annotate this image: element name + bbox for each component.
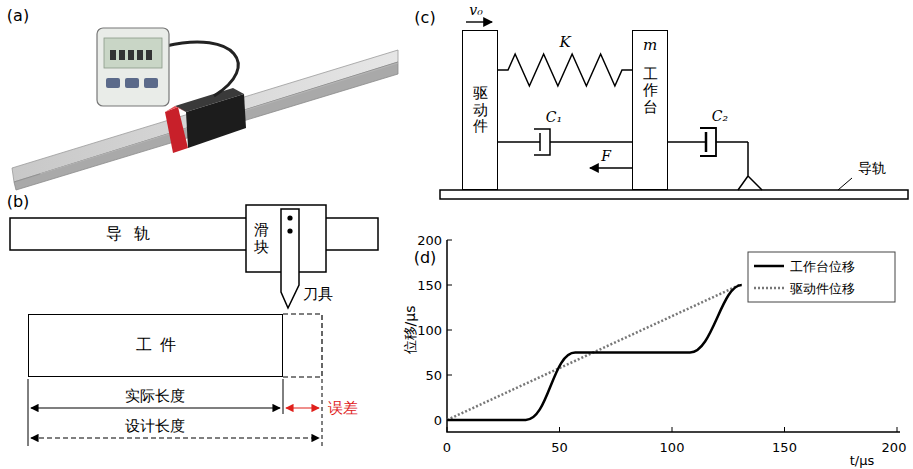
guide-rail-label: 导轨 <box>858 161 886 175</box>
x-axis-title: t/μs <box>850 454 875 467</box>
panel-letter: (d) <box>414 250 437 266</box>
dimension-label: 实际长度 <box>125 389 185 404</box>
table-displacement-curve <box>447 285 742 420</box>
node-text: 滑块 <box>254 222 269 255</box>
legend-sample-solid <box>754 265 784 268</box>
panel-letter: (c) <box>414 10 435 26</box>
error-label: 误差 <box>328 401 358 416</box>
x-tick-label: 200 <box>882 441 907 454</box>
dimension-label: 设计长度 <box>125 419 185 434</box>
y-tick-label: 150 <box>417 279 442 292</box>
linear-guide-photo <box>12 28 398 190</box>
mass-symbol: m <box>643 37 658 54</box>
force-symbol: F <box>601 149 611 163</box>
x-tick-label: 100 <box>660 441 685 454</box>
cutting-schematic <box>10 205 378 446</box>
slider-block: 滑块 <box>246 205 276 272</box>
damper-symbol: C₁ <box>546 110 562 124</box>
y-tick-label: 200 <box>417 234 442 247</box>
y-tick-label: 0 <box>434 414 442 427</box>
y-axis-title: 位移/μs <box>403 306 417 355</box>
panel-letter: (b) <box>7 194 30 210</box>
damper-connector <box>498 129 632 155</box>
damper-symbol: C₂ <box>712 109 728 123</box>
spring-connector <box>498 54 632 86</box>
x-tick-label: 50 <box>551 441 568 454</box>
workpiece-box: 工件 <box>28 314 283 377</box>
stiffness-symbol: K <box>559 35 570 50</box>
node-text: 工件 <box>136 335 184 356</box>
legend-sample-dotted <box>754 287 784 290</box>
x-tick-label: 150 <box>772 441 797 454</box>
guide-rail: 导轨 <box>10 218 246 250</box>
panel-letter: (a) <box>7 8 29 24</box>
y-tick-label: 50 <box>425 369 442 382</box>
x-tick-label: 0 <box>443 441 451 454</box>
drive-part-box: 驱动件 <box>462 30 498 190</box>
worktable-box: m 工作台 <box>632 30 668 190</box>
legend-text: 驱动件位移 <box>790 282 855 295</box>
legend-text: 工作台位移 <box>790 260 855 273</box>
node-text: 工作台 <box>643 66 658 116</box>
mechanical-model <box>440 22 908 199</box>
node-text: 导轨 <box>106 224 160 245</box>
tool-label: 刀具 <box>303 287 333 302</box>
node-text: 驱动件 <box>473 85 488 135</box>
y-tick-label: 100 <box>417 324 442 337</box>
displacement-chart <box>447 240 900 432</box>
velocity-symbol: v₀ <box>469 3 483 17</box>
